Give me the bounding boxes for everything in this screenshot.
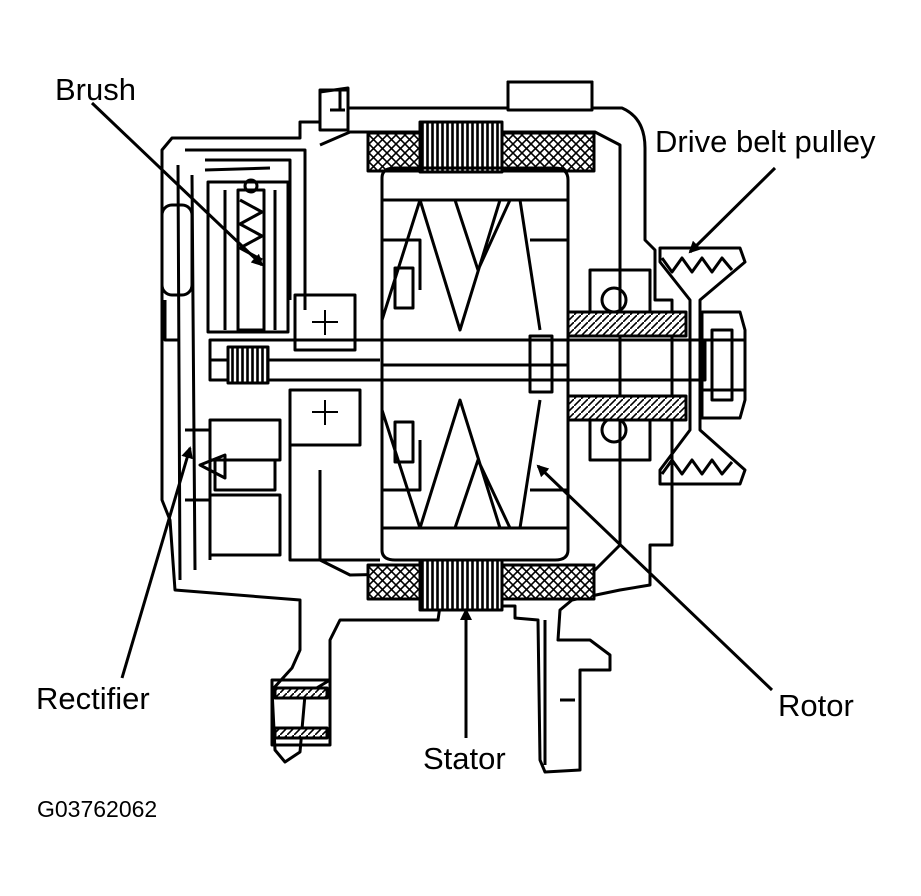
stator-winding-top-left xyxy=(366,131,422,173)
leader-rectifier xyxy=(120,446,193,679)
rotor-claw-upper xyxy=(380,199,542,332)
figure-id: G03762062 xyxy=(37,796,158,822)
brush-spring xyxy=(238,198,264,262)
label-drive-belt-pulley: Drive belt pulley xyxy=(655,124,876,159)
drive-belt-pulley-body xyxy=(658,246,747,486)
outer-housing-outline xyxy=(160,80,674,774)
stator-core-top xyxy=(418,120,504,174)
shaft-nut xyxy=(700,310,747,420)
leader-drive-belt-pulley xyxy=(688,166,777,254)
label-brush: Brush xyxy=(55,72,136,107)
leader-brush xyxy=(90,101,264,267)
stator-winding-top-right xyxy=(500,131,596,173)
label-rectifier: Rectifier xyxy=(36,681,150,716)
rectifier-block-upper xyxy=(288,388,362,447)
pulley-grooves-top xyxy=(660,256,734,274)
leader-rotor xyxy=(536,464,774,692)
rotor-claw-lower xyxy=(380,398,542,529)
stator-winding-bottom-right xyxy=(500,563,596,601)
pulley-grooves-bottom xyxy=(660,458,734,476)
stator-winding-bottom-left xyxy=(366,563,422,601)
label-stator: Stator xyxy=(423,741,506,776)
rectifier-block-lower xyxy=(208,418,282,462)
rotor-body xyxy=(380,166,570,562)
label-rotor: Rotor xyxy=(778,688,854,723)
stator-core-bottom xyxy=(418,558,504,612)
